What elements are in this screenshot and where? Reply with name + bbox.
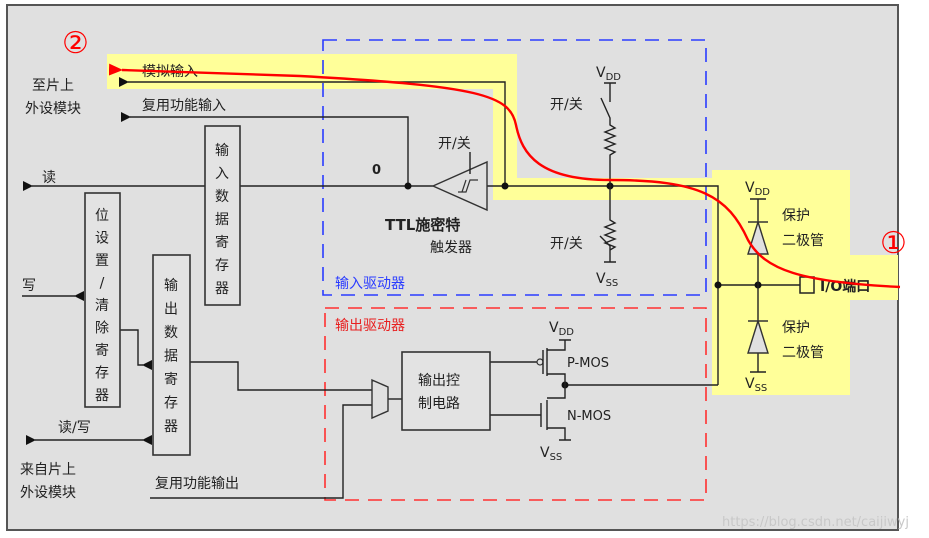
diode-bottom-label-1: 保护 (782, 320, 810, 336)
read-write-label: 读/写 (58, 419, 91, 436)
analog-signal-path (108, 63, 901, 289)
register-char: 设 (95, 231, 109, 247)
pull-up-switch-label: 开/关 (550, 97, 583, 113)
diode-vdd-label: VDD (745, 180, 770, 198)
input-driver-label: 输入驱动器 (335, 276, 405, 292)
to-peripheral-label-1: 至片上 (32, 78, 74, 94)
diode-top-label-2: 二极管 (782, 233, 824, 249)
diode-top-label-1: 保护 (782, 208, 810, 224)
nmos-label: N-MOS (567, 409, 611, 424)
trigger-switch-label: 开/关 (438, 136, 471, 152)
output-vss-label: VSS (540, 445, 562, 463)
diode-vss-label: VSS (745, 376, 767, 394)
to-peripheral-label-2: 外设模块 (25, 101, 81, 117)
register-char: 输 (164, 278, 178, 294)
register-char: 输 (215, 143, 229, 159)
output-driver-label: 输出驱动器 (335, 318, 405, 334)
pull-down-switch-label: 开/关 (550, 236, 583, 252)
vdd-label: VDD (596, 65, 621, 83)
register-char: 置 (95, 253, 109, 269)
register-char: 出 (164, 302, 178, 318)
register-char: 数 (164, 325, 178, 341)
read-label: 读 (42, 169, 56, 186)
register-char: 入 (215, 166, 229, 182)
register-char: 存 (215, 258, 229, 274)
schmitt-trigger (431, 152, 488, 212)
pmos-label: P-MOS (567, 356, 609, 371)
output-vdd-label: VDD (549, 320, 574, 338)
register-char: 据 (164, 349, 178, 365)
register-char: 器 (95, 388, 109, 404)
alt-func-output-label: 复用功能输出 (155, 475, 239, 492)
diode-bottom-label-2: 二极管 (782, 345, 824, 361)
watermark: https://blog.csdn.net/caijiwyj (722, 515, 909, 530)
output-driver-box (324, 307, 707, 501)
output-control-label-2: 制电路 (418, 396, 460, 412)
pull-up-down-network (599, 82, 617, 263)
junction-dot (404, 182, 412, 190)
register-char: 寄 (95, 342, 109, 359)
register-char: 寄 (215, 234, 229, 251)
register-char: 数 (215, 189, 229, 205)
register-char: 器 (215, 281, 229, 297)
junction-dot (501, 182, 509, 190)
register-char: 清 (95, 298, 109, 314)
from-peripheral-label-2: 外设模块 (20, 485, 76, 501)
output-control-label-1: 输出控 (418, 373, 460, 389)
zero-label: 0 (372, 163, 381, 178)
register-char: 寄 (164, 371, 178, 388)
io-port-pin[interactable] (799, 276, 815, 294)
multiplexer (371, 378, 389, 420)
marker-2: ② (62, 26, 89, 61)
ttl-label-2: 触发器 (430, 240, 472, 256)
register-char: 存 (164, 396, 178, 412)
register-char: 位 (95, 208, 109, 224)
input-driver-box (322, 39, 707, 296)
register-char: / (100, 276, 105, 292)
ttl-label-1: TTL施密特 (385, 216, 460, 234)
junction-dot (714, 281, 722, 289)
wires (22, 77, 800, 499)
from-peripheral-label-1: 来自片上 (20, 462, 76, 478)
register-char: 除 (95, 321, 109, 337)
register-char: 器 (164, 419, 178, 435)
mos-pair (536, 339, 571, 441)
register-char: 据 (215, 212, 229, 228)
alt-func-input-label: 复用功能输入 (142, 97, 226, 114)
marker-1: ① (880, 226, 907, 261)
output-control-circuit (401, 351, 491, 431)
write-label: 写 (22, 278, 36, 294)
register-char: 存 (95, 366, 109, 382)
vss-label: VSS (596, 271, 618, 289)
